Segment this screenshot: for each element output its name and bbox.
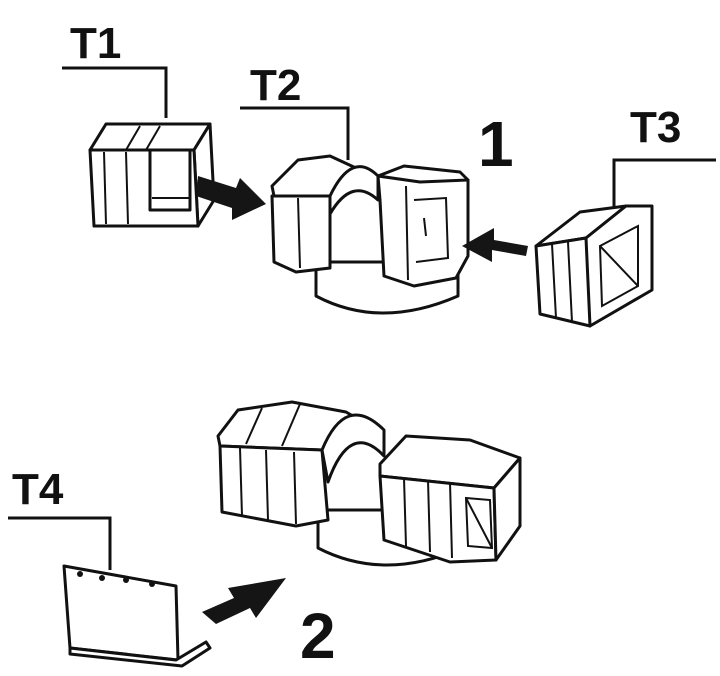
leader-line-t3: [612, 158, 716, 210]
label-t4: T4: [12, 465, 64, 514]
label-t1: T1: [70, 19, 121, 68]
step-number-1: 1: [478, 108, 514, 180]
part-t2-saddle-junction: [270, 154, 470, 315]
part-t1-duct-sleeve: [88, 122, 216, 228]
arrow-t4-to-unit: [202, 578, 286, 624]
leader-line-t2: [240, 106, 350, 160]
mounting-hole-icon: [77, 571, 83, 577]
mounting-hole-icon: [123, 577, 129, 583]
label-t3: T3: [630, 103, 681, 152]
step-number-2: 2: [300, 600, 336, 672]
label-t2: T2: [250, 61, 301, 110]
mounting-hole-icon: [99, 575, 105, 581]
part-t3-duct-sleeve: [534, 204, 654, 328]
assembled-saddle-unit: [216, 400, 522, 567]
arrow-t1-to-t2: [196, 176, 266, 220]
arrow-t3-to-t2: [462, 228, 528, 262]
mounting-hole-icon: [149, 581, 155, 587]
leader-line-t4: [8, 516, 112, 570]
leader-line-t1: [62, 66, 168, 118]
part-t4-end-plate: [62, 564, 212, 668]
